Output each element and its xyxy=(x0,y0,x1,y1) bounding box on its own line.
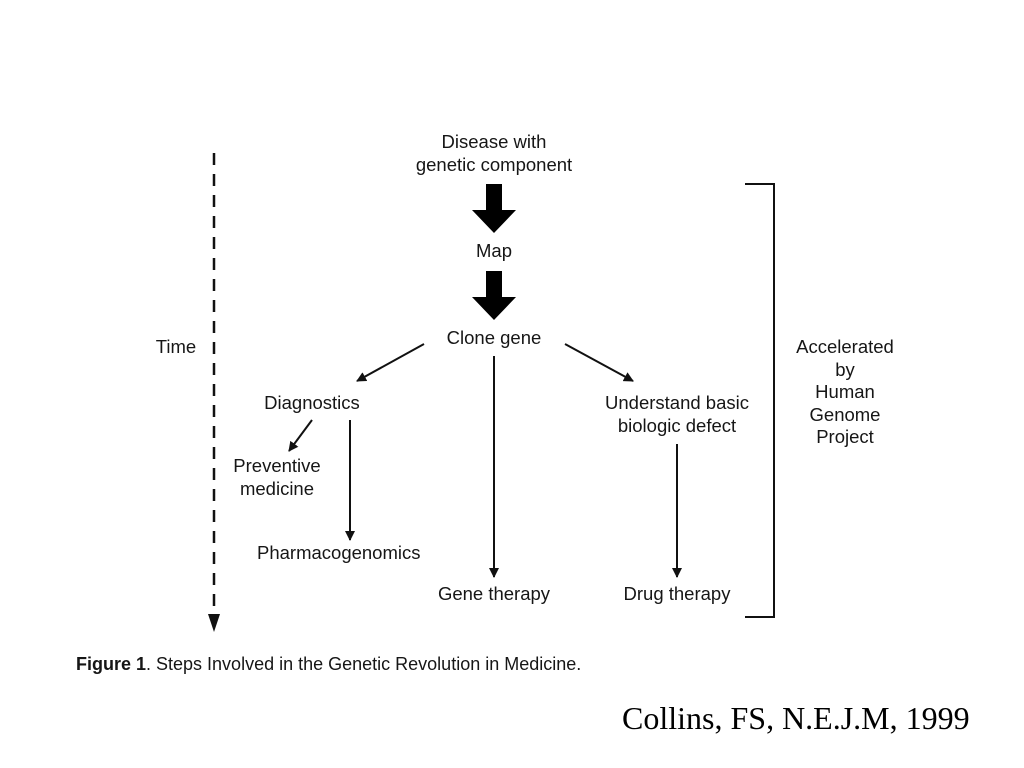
block-arrow-map-to-clone xyxy=(472,271,516,320)
hgp-bracket xyxy=(745,183,775,618)
time-axis-arrowhead xyxy=(208,614,220,632)
figure-caption: Figure 1. Steps Involved in the Genetic … xyxy=(76,654,581,675)
node-understand-line2: biologic defect xyxy=(617,414,737,436)
node-disease: Disease with genetic component xyxy=(394,131,594,176)
block-arrow-disease-to-map xyxy=(472,184,516,233)
caption-text: . Steps Involved in the Genetic Revoluti… xyxy=(146,654,582,674)
node-preventive-line2: medicine xyxy=(239,477,315,499)
bracket-label-line1: Accelerated xyxy=(796,336,894,357)
node-drug-therapy: Drug therapy xyxy=(623,583,731,604)
bracket-label-line2: by xyxy=(835,358,855,380)
arrow-diagnostics-to-preventive xyxy=(288,419,313,452)
arrow-clone-to-diagnostics xyxy=(356,343,425,382)
node-understand: Understand basic biologic defect xyxy=(587,392,767,437)
node-disease-line2: genetic component xyxy=(415,153,573,175)
citation: Collins, FS, N.E.J.M, 1999 xyxy=(622,700,970,736)
time-label: Time xyxy=(155,336,197,357)
node-disease-line1: Disease with xyxy=(441,131,547,152)
arrow-clone-to-understand xyxy=(564,343,634,382)
node-map: Map xyxy=(476,240,512,261)
bracket-label: Accelerated by Human Genome Project xyxy=(785,336,905,449)
node-preventive-line1: Preventive xyxy=(233,455,321,476)
bracket-label-line3: Human xyxy=(815,381,875,402)
bracket-label-line4: Genome xyxy=(809,403,881,425)
node-understand-line1: Understand basic xyxy=(605,392,749,413)
bracket-label-line5: Project xyxy=(816,426,874,447)
node-preventive: Preventive medicine xyxy=(222,455,332,500)
node-diagnostics: Diagnostics xyxy=(264,392,360,413)
node-pharmacogenomics: Pharmacogenomics xyxy=(257,542,421,563)
caption-prefix: Figure 1 xyxy=(76,654,147,674)
node-clone-gene: Clone gene xyxy=(446,327,542,348)
node-gene-therapy: Gene therapy xyxy=(437,583,551,604)
